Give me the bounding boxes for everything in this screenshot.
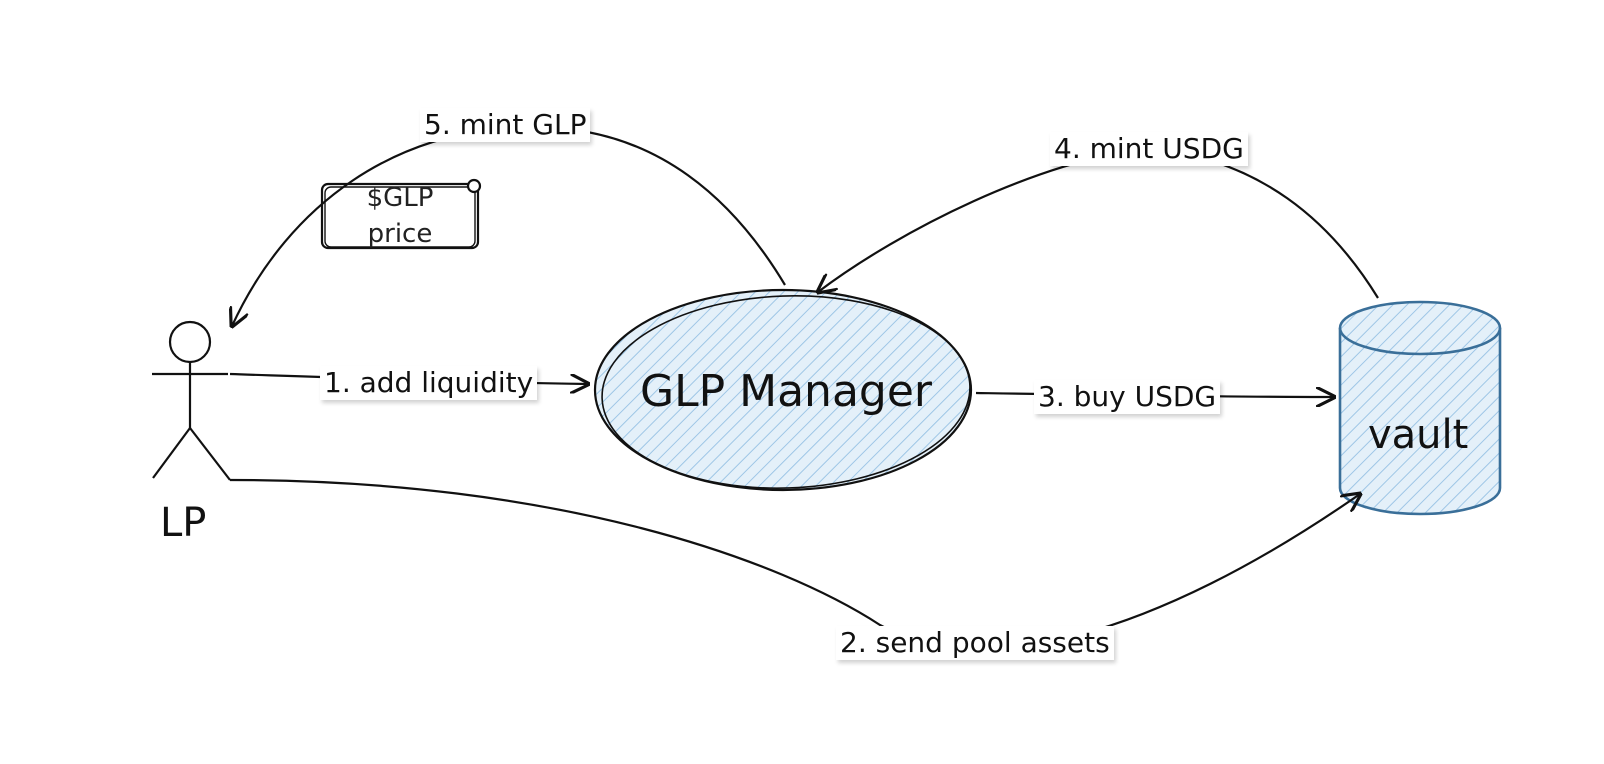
glp-price-note-line1: $GLP	[366, 183, 434, 213]
glp-manager-label: GLP Manager	[640, 366, 932, 417]
vault-label: vault	[1368, 412, 1469, 458]
lp-actor-label: LP	[160, 500, 207, 546]
glp-price-note-line2: price	[367, 219, 433, 249]
step-add-liquidity-label: 1. add liquidity	[320, 366, 538, 400]
lp-actor-figure	[152, 320, 231, 481]
arrow-mint-usdg	[818, 146, 1379, 299]
step-mint-glp-label: 5. mint GLP	[420, 108, 591, 142]
glp-price-note: $GLP price	[322, 180, 478, 252]
arrow-mint-glp	[232, 126, 786, 326]
arrow-send-pool-assets	[229, 478, 1360, 650]
vault-node	[1338, 300, 1502, 516]
step-buy-usdg-label: 3. buy USDG	[1034, 380, 1221, 414]
glp-manager-node	[593, 288, 973, 492]
step-send-pool-assets-label: 2. send pool assets	[836, 626, 1114, 660]
step-mint-usdg-label: 4. mint USDG	[1050, 132, 1248, 166]
glp-price-note-box	[320, 178, 482, 250]
